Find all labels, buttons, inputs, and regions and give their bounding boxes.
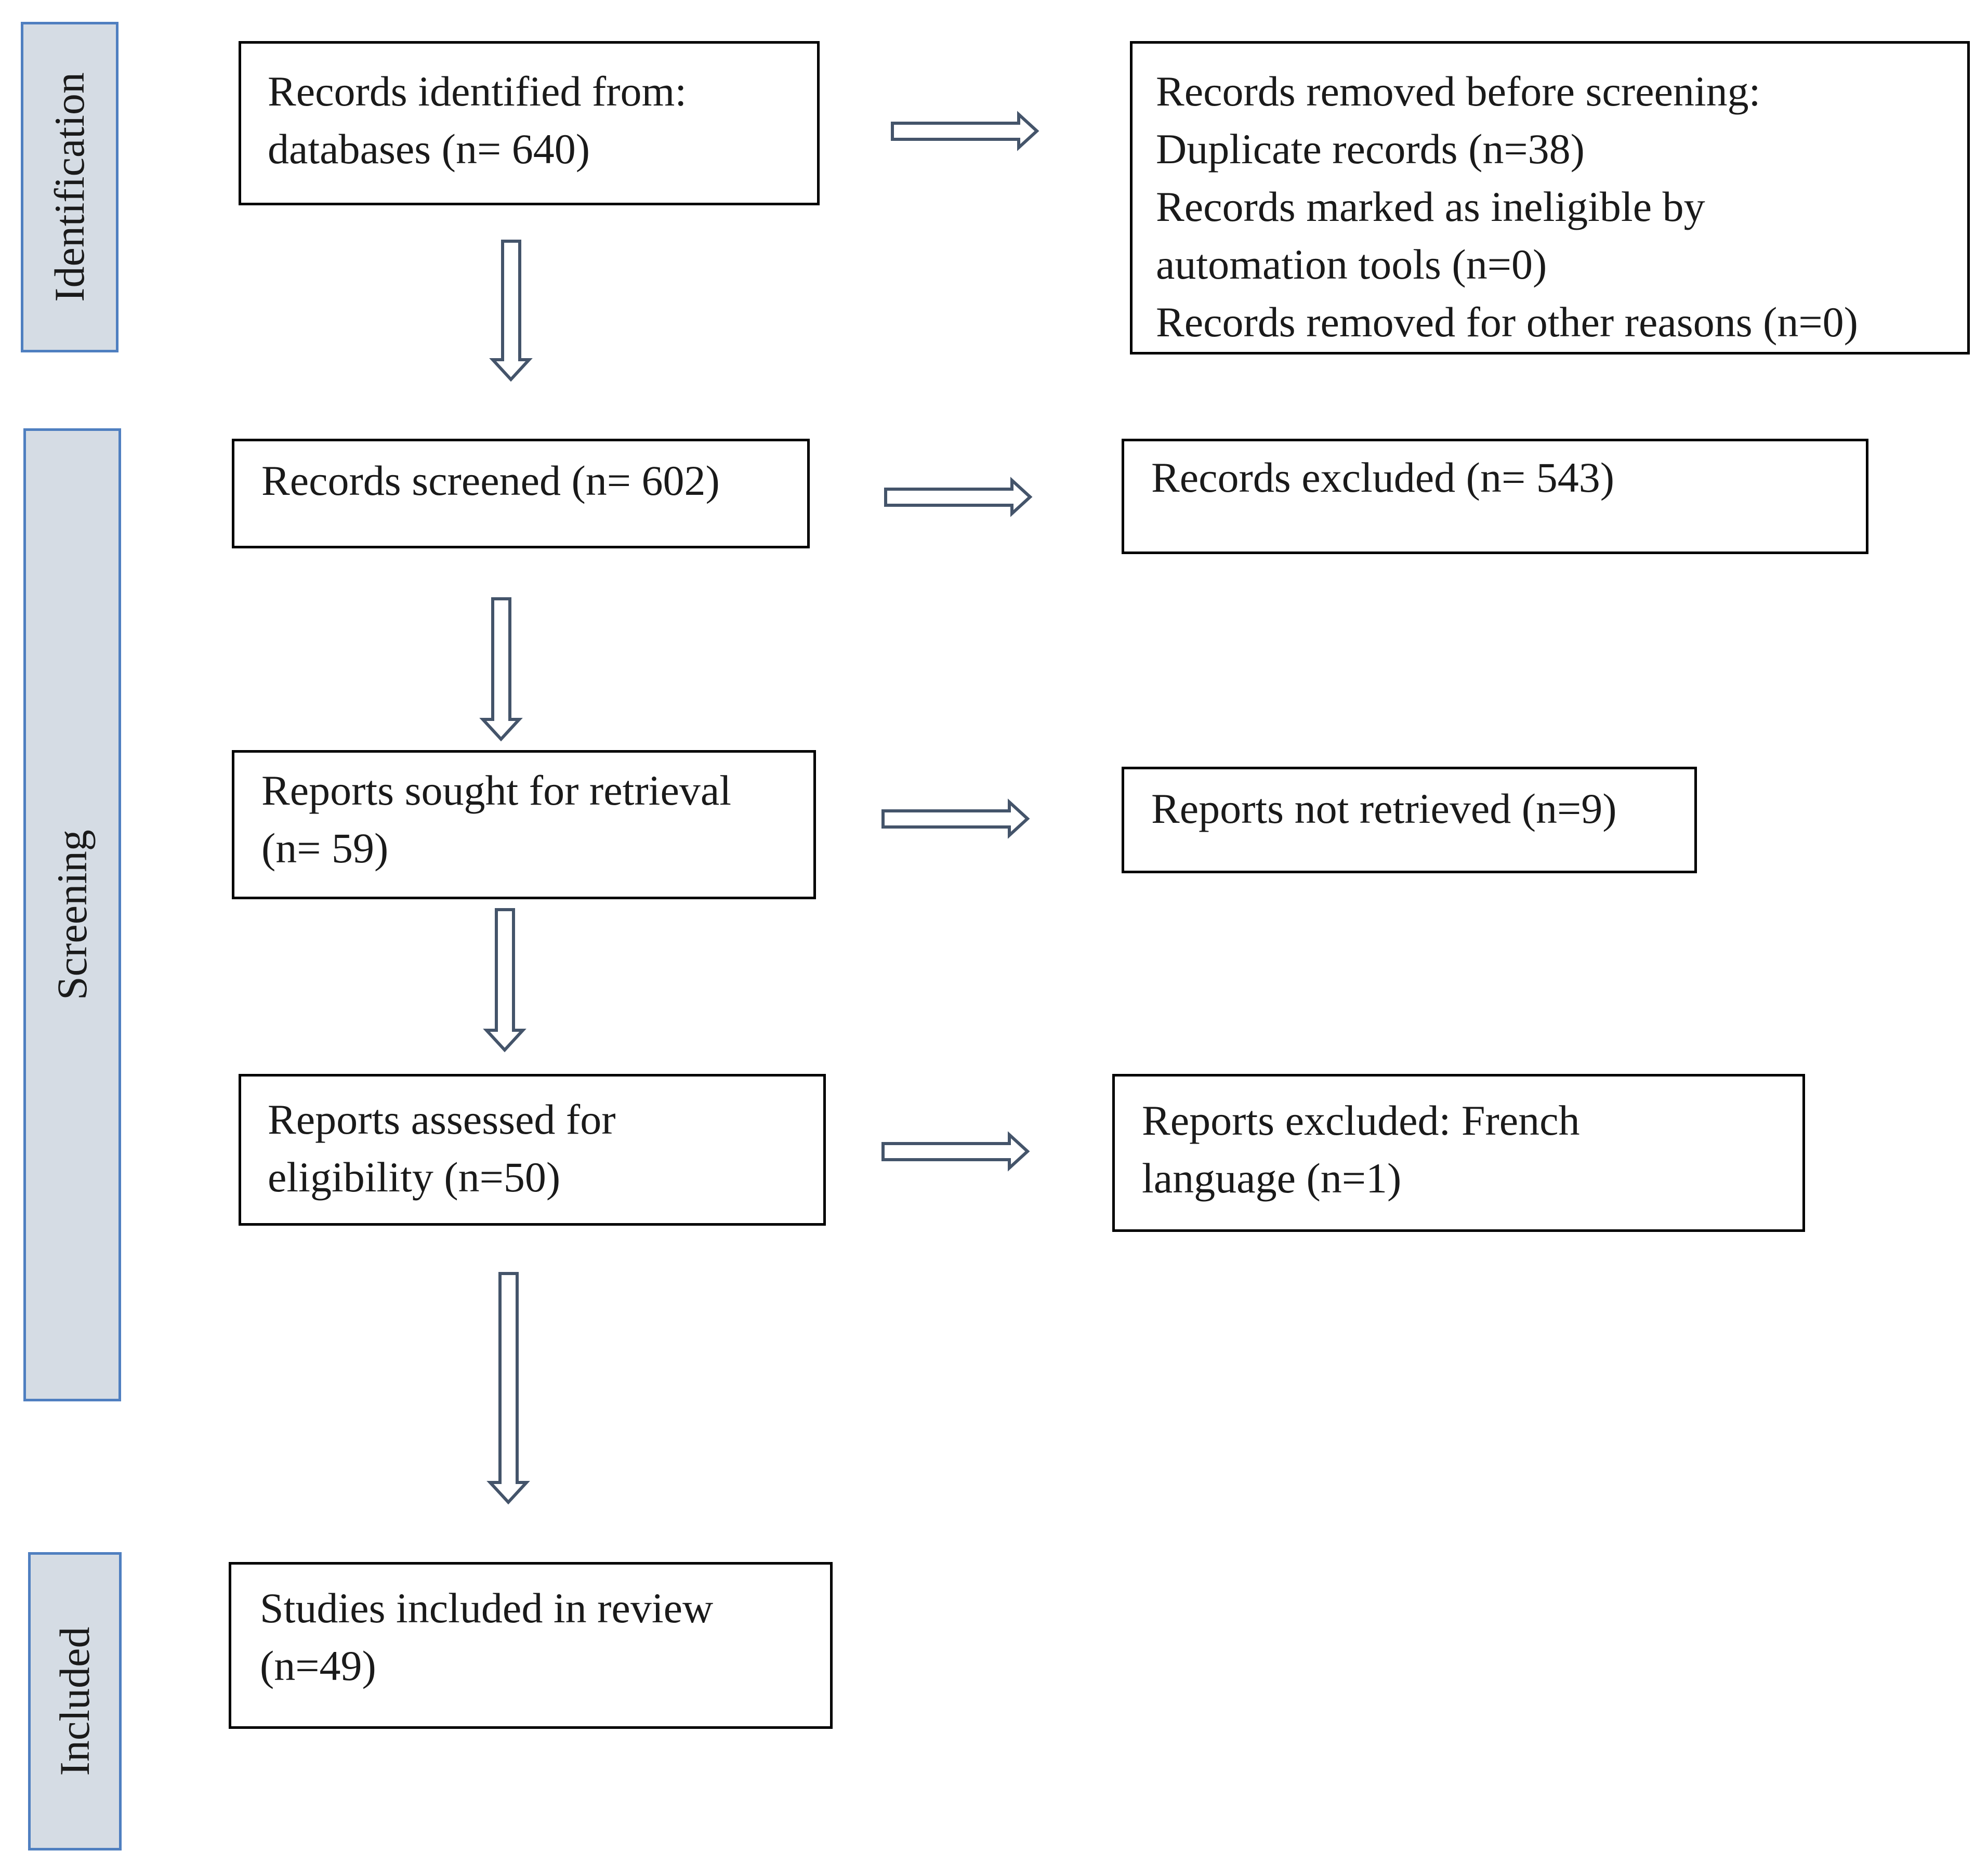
text-line: Reports sought for retrieval (261, 767, 732, 814)
arrow-right-icon (881, 1131, 1030, 1172)
records-removed-box: Records removed before screening: Duplic… (1130, 41, 1970, 355)
text-line: automation tools (n=0) (1156, 241, 1547, 288)
text-line: Records marked as ineligible by (1156, 183, 1705, 230)
reports-assessed-text: Reports assessed for eligibility (n=50) (268, 1091, 616, 1206)
reports-excluded-box: Reports excluded: French language (n=1) (1112, 1074, 1805, 1232)
text-line: Records removed for other reasons (n=0) (1156, 298, 1858, 346)
text-line: Reports assessed for (268, 1096, 616, 1143)
reports-not-retrieved-text: Reports not retrieved (n=9) (1151, 780, 1617, 837)
text-line: Records excluded (n= 543) (1151, 454, 1615, 501)
text-line: eligibility (n=50) (268, 1153, 561, 1201)
reports-excluded-text: Reports excluded: French language (n=1) (1142, 1092, 1580, 1207)
text-line: Reports not retrieved (n=9) (1151, 785, 1617, 832)
text-line: Studies included in review (260, 1584, 714, 1632)
arrow-down-icon (483, 908, 526, 1053)
text-line: language (n=1) (1142, 1154, 1402, 1202)
text-line: Records screened (n= 602) (261, 457, 720, 504)
phase-included: Included (28, 1552, 122, 1850)
records-excluded-text: Records excluded (n= 543) (1151, 449, 1614, 506)
text-line: (n=49) (260, 1642, 376, 1689)
arrow-right-icon (881, 798, 1030, 839)
arrow-down-icon (489, 240, 533, 382)
studies-included-text: Studies included in review (n=49) (260, 1579, 713, 1695)
records-removed-text: Records removed before screening: Duplic… (1156, 62, 1858, 351)
records-identified-text: Records identified from: databases (n= 6… (268, 62, 687, 178)
reports-not-retrieved-box: Reports not retrieved (n=9) (1122, 767, 1697, 873)
studies-included-box: Studies included in review (n=49) (229, 1562, 833, 1729)
records-identified-box: Records identified from: databases (n= 6… (239, 41, 820, 205)
text-line: (n= 59) (261, 824, 389, 872)
text-line: Reports excluded: French (1142, 1097, 1580, 1144)
records-screened-text: Records screened (n= 602) (261, 452, 720, 509)
arrow-right-icon (884, 477, 1033, 517)
text-line: Records removed before screening: (1156, 68, 1761, 115)
phase-screening: Screening (23, 428, 121, 1401)
arrow-down-icon (486, 1272, 530, 1505)
text-line: Records identified from: (268, 68, 687, 115)
text-line: databases (n= 640) (268, 125, 590, 173)
text-line: Duplicate records (n=38) (1156, 125, 1585, 173)
records-excluded-box: Records excluded (n= 543) (1122, 439, 1868, 554)
arrow-down-icon (479, 597, 523, 742)
phase-identification: Identification (21, 22, 119, 352)
records-screened-box: Records screened (n= 602) (232, 439, 810, 548)
reports-sought-box: Reports sought for retrieval (n= 59) (232, 750, 816, 899)
reports-sought-text: Reports sought for retrieval (n= 59) (261, 762, 731, 877)
reports-assessed-box: Reports assessed for eligibility (n=50) (239, 1074, 826, 1226)
arrow-right-icon (891, 111, 1039, 151)
